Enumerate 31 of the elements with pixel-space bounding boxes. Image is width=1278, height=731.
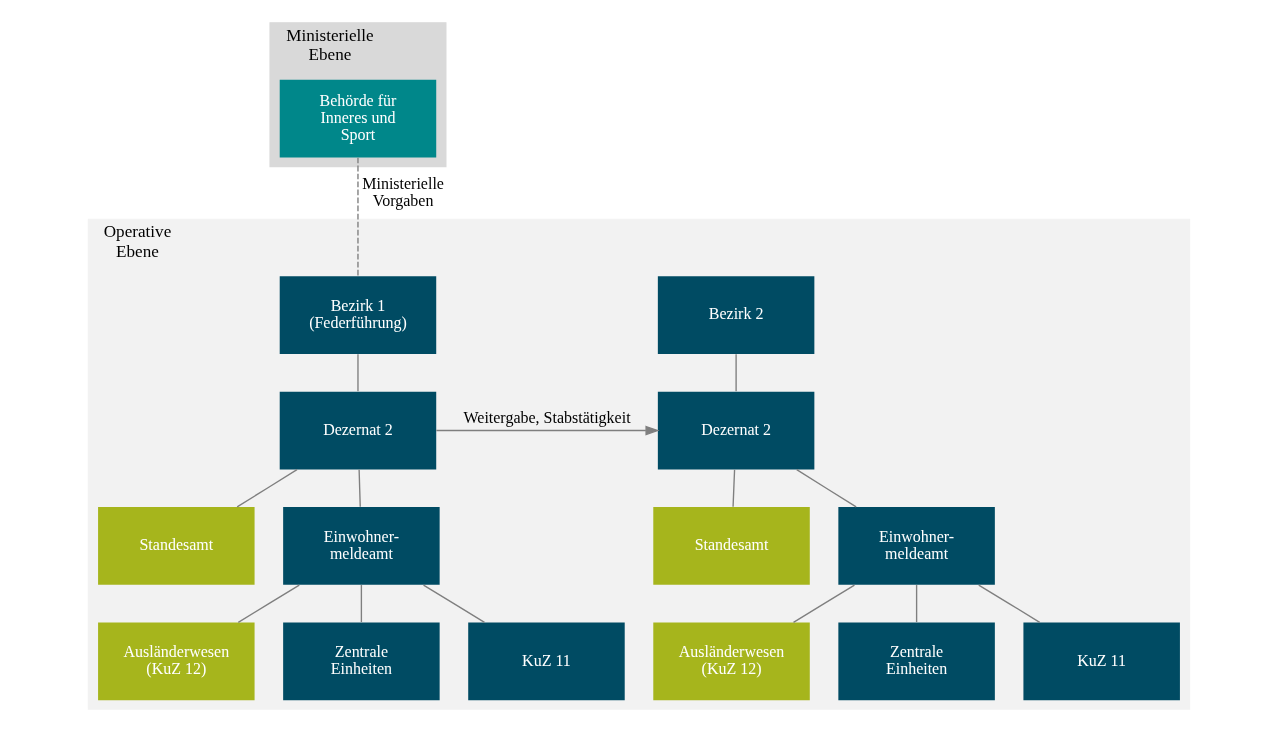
node-box: Zentrale Einheiten <box>283 621 440 700</box>
node-box: Einwohner- meldeamt <box>283 506 440 585</box>
connector <box>236 468 298 508</box>
connector <box>796 468 857 508</box>
node-box: Standesamt <box>98 506 255 585</box>
node-box: KuZ 11 <box>1023 621 1180 700</box>
node-box: Behörde für Inneres und Sport <box>279 79 437 157</box>
node-box: Ausländerwesen (KuZ 12) <box>98 621 255 700</box>
edge-label: Weitergabe, Stabstätigkeit <box>463 408 631 426</box>
node-box: Dezernat 2 <box>657 391 815 469</box>
node-box: Einwohner- meldeamt <box>838 506 995 585</box>
arrow <box>435 425 660 435</box>
connector <box>358 468 361 507</box>
connector <box>237 583 300 623</box>
edge-label: Ministerielle Vorgaben <box>362 174 444 209</box>
connector <box>792 583 856 623</box>
connector <box>978 583 1041 623</box>
connector <box>915 583 918 623</box>
node-box: KuZ 11 <box>468 621 625 700</box>
connector <box>360 583 363 623</box>
node-box: Dezernat 2 <box>279 391 437 469</box>
connector <box>357 156 359 277</box>
node-box: Ausländerwesen (KuZ 12) <box>653 621 810 700</box>
node-box: Zentrale Einheiten <box>838 621 995 700</box>
node-box: Bezirk 2 <box>657 275 815 354</box>
node-box: Bezirk 1 (Federführung) <box>279 275 437 354</box>
connector <box>732 468 736 507</box>
connector <box>735 353 737 392</box>
connector <box>357 353 359 392</box>
connector <box>422 583 486 623</box>
node-box: Standesamt <box>653 506 810 585</box>
